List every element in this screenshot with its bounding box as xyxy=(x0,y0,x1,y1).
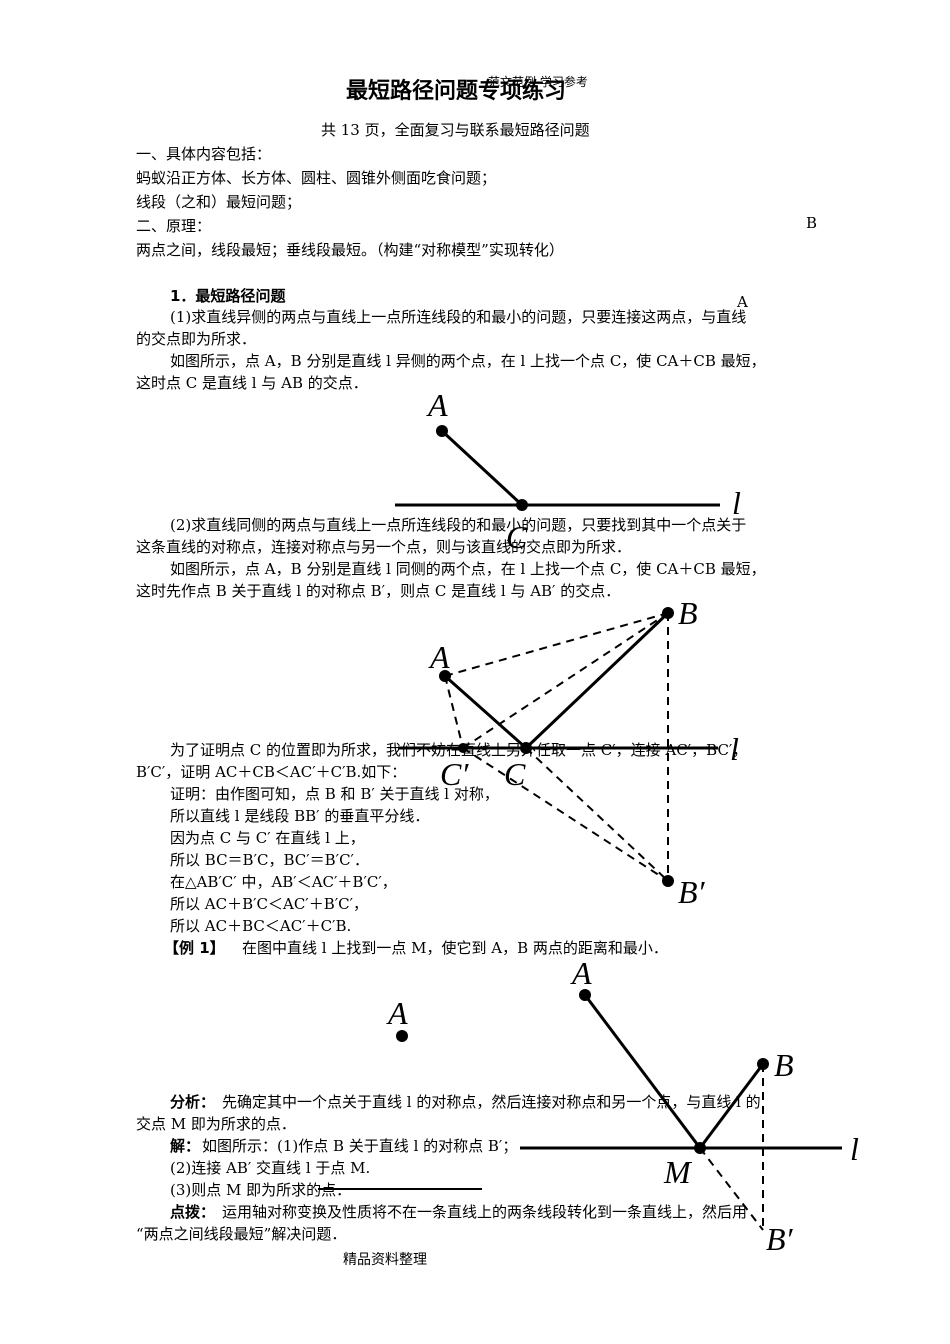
point xyxy=(662,607,674,619)
page-subtitle: 共 13 页，全面复习与联系最短路径问题 xyxy=(321,121,590,139)
point xyxy=(694,1142,706,1154)
solution-line: (2)连接 AB′ 交直线 l 于点 M. xyxy=(170,1159,371,1177)
label-b-prime: B′ xyxy=(766,1221,794,1257)
proof-line: 证明：由作图可知，点 B 和 B′ 关于直线 l 对称， xyxy=(170,785,499,803)
label-m: M xyxy=(663,1154,693,1190)
label-a: A xyxy=(428,639,450,675)
label-c: C xyxy=(506,519,528,555)
label-a: A xyxy=(426,387,448,423)
label-b: B xyxy=(774,1047,794,1083)
stray-label-b: B xyxy=(806,214,818,232)
point xyxy=(757,1058,769,1070)
solution-line: 如图所示：(1)作点 B 关于直线 l 的对称点 B′； xyxy=(202,1137,518,1155)
section-title: 1．最短路径问题 xyxy=(170,287,286,305)
dashed-c-bprime xyxy=(525,747,669,882)
label-a: A xyxy=(570,955,592,991)
paragraph: B′C′，证明 AC＋CB＜AC′＋C′B.如下： xyxy=(136,763,407,781)
tip-text: “两点之间线段最短”解决问题． xyxy=(136,1225,347,1243)
dashed-mb-prime xyxy=(699,1147,764,1231)
label-l: l xyxy=(850,1131,859,1167)
dashed-ab xyxy=(444,612,669,677)
paragraph: 这时先作点 B 关于直线 l 的对称点 B′，则点 C 是直线 l 与 AB′ … xyxy=(136,582,621,600)
segment-cb xyxy=(524,611,670,750)
label-c-prime: C′ xyxy=(440,756,469,792)
point xyxy=(516,499,528,511)
point xyxy=(439,670,451,682)
outline-item: 一、具体内容包括： xyxy=(136,145,272,163)
page-title: 最短路径问题专项练习 xyxy=(346,79,567,104)
stray-label-a: A xyxy=(737,293,748,311)
outline-item: 两点之间，线段最短；垂线段最短。（构建“对称模型”实现转化） xyxy=(136,241,564,259)
tip-text: 运用轴对称变换及性质将不在一条直线上的两条线段转化到一条直线上，然后用 xyxy=(222,1203,748,1221)
segment-ac xyxy=(444,674,527,750)
point xyxy=(579,989,591,1001)
point xyxy=(662,875,674,887)
example-tag: 【例 1】 xyxy=(164,939,225,957)
point xyxy=(520,742,532,754)
header-note: 范文范例 学习参考 xyxy=(488,75,588,89)
proof-line: 所以 BC＝B′C，BC′＝B′C′． xyxy=(170,851,369,869)
paragraph: (1)求直线异侧的两点与直线上一点所连线段的和最小的问题，只要连接这两点，与直线 xyxy=(170,308,747,326)
proof-line: 所以 AC＋BC＜AC′＋C′B. xyxy=(170,917,352,935)
analysis-label: 分析： xyxy=(170,1093,216,1111)
label-b: B xyxy=(678,595,698,631)
paragraph: 如图所示，点 A，B 分别是直线 l 异侧的两个点，在 l 上找一个点 C，使 … xyxy=(170,352,766,370)
footer: 精品资料整理 xyxy=(343,1252,427,1268)
analysis-text: 先确定其中一个点关于直线 l 的对称点，然后连接对称点和另一个点，与直线 l 的 xyxy=(222,1093,761,1111)
outline-item: 线段（之和）最短问题； xyxy=(136,193,302,211)
proof-line: 所以 AC＋B′C＜AC′＋B′C′， xyxy=(170,895,369,913)
segment-am xyxy=(583,994,702,1149)
paragraph: 的交点即为所求． xyxy=(136,330,257,348)
segment-mb xyxy=(698,1063,765,1149)
paragraph: 这条直线的对称点，连接对称点与另一个点，则与该直线的交点即为所求． xyxy=(136,538,632,556)
point xyxy=(458,743,468,753)
label-l: l xyxy=(730,731,739,767)
paragraph: 这时点 C 是直线 l 与 AB 的交点． xyxy=(136,374,368,392)
tip-label: 点拨： xyxy=(170,1203,216,1221)
example-text: 在图中直线 l 上找到一点 M，使它到 A，B 两点的距离和最小． xyxy=(242,939,668,957)
label-b-prime: B′ xyxy=(678,874,706,910)
paragraph: 为了证明点 C 的位置即为所求，我们不妨在直线上另外任取一点 C′，连接 AC′… xyxy=(170,741,748,759)
outline-item: 蚂蚁沿正方体、长方体、圆柱、圆锥外侧面吃食问题； xyxy=(136,169,497,187)
point xyxy=(396,1030,408,1042)
dashed-ac-prime xyxy=(444,675,464,749)
proof-line: 所以直线 l 是线段 BB′ 的垂直平分线． xyxy=(170,807,430,825)
analysis-text: 交点 M 即为所求的点． xyxy=(136,1115,296,1133)
dashed-cprime-bprime xyxy=(462,747,669,882)
point xyxy=(436,425,448,437)
solution-line: (3)则点 M 即为所求的点． xyxy=(170,1181,352,1199)
label-c: C xyxy=(504,756,526,792)
proof-line: 因为点 C 与 C′ 在直线 l 上， xyxy=(170,829,365,847)
line-segment xyxy=(440,429,524,507)
label-l: l xyxy=(732,485,741,521)
solution-label: 解： xyxy=(170,1137,201,1155)
paragraph: (2)求直线同侧的两点与直线上一点所连线段的和最小的问题，只要找到其中一个点关于 xyxy=(170,516,747,534)
paragraph: 如图所示，点 A，B 分别是直线 l 同侧的两个点，在 l 上找一个点 C，使 … xyxy=(170,560,766,578)
label-a: A xyxy=(386,995,408,1031)
proof-line: 在△AB′C′ 中，AB′＜AC′＋B′C′， xyxy=(170,873,397,891)
outline-item: 二、原理： xyxy=(136,217,212,235)
